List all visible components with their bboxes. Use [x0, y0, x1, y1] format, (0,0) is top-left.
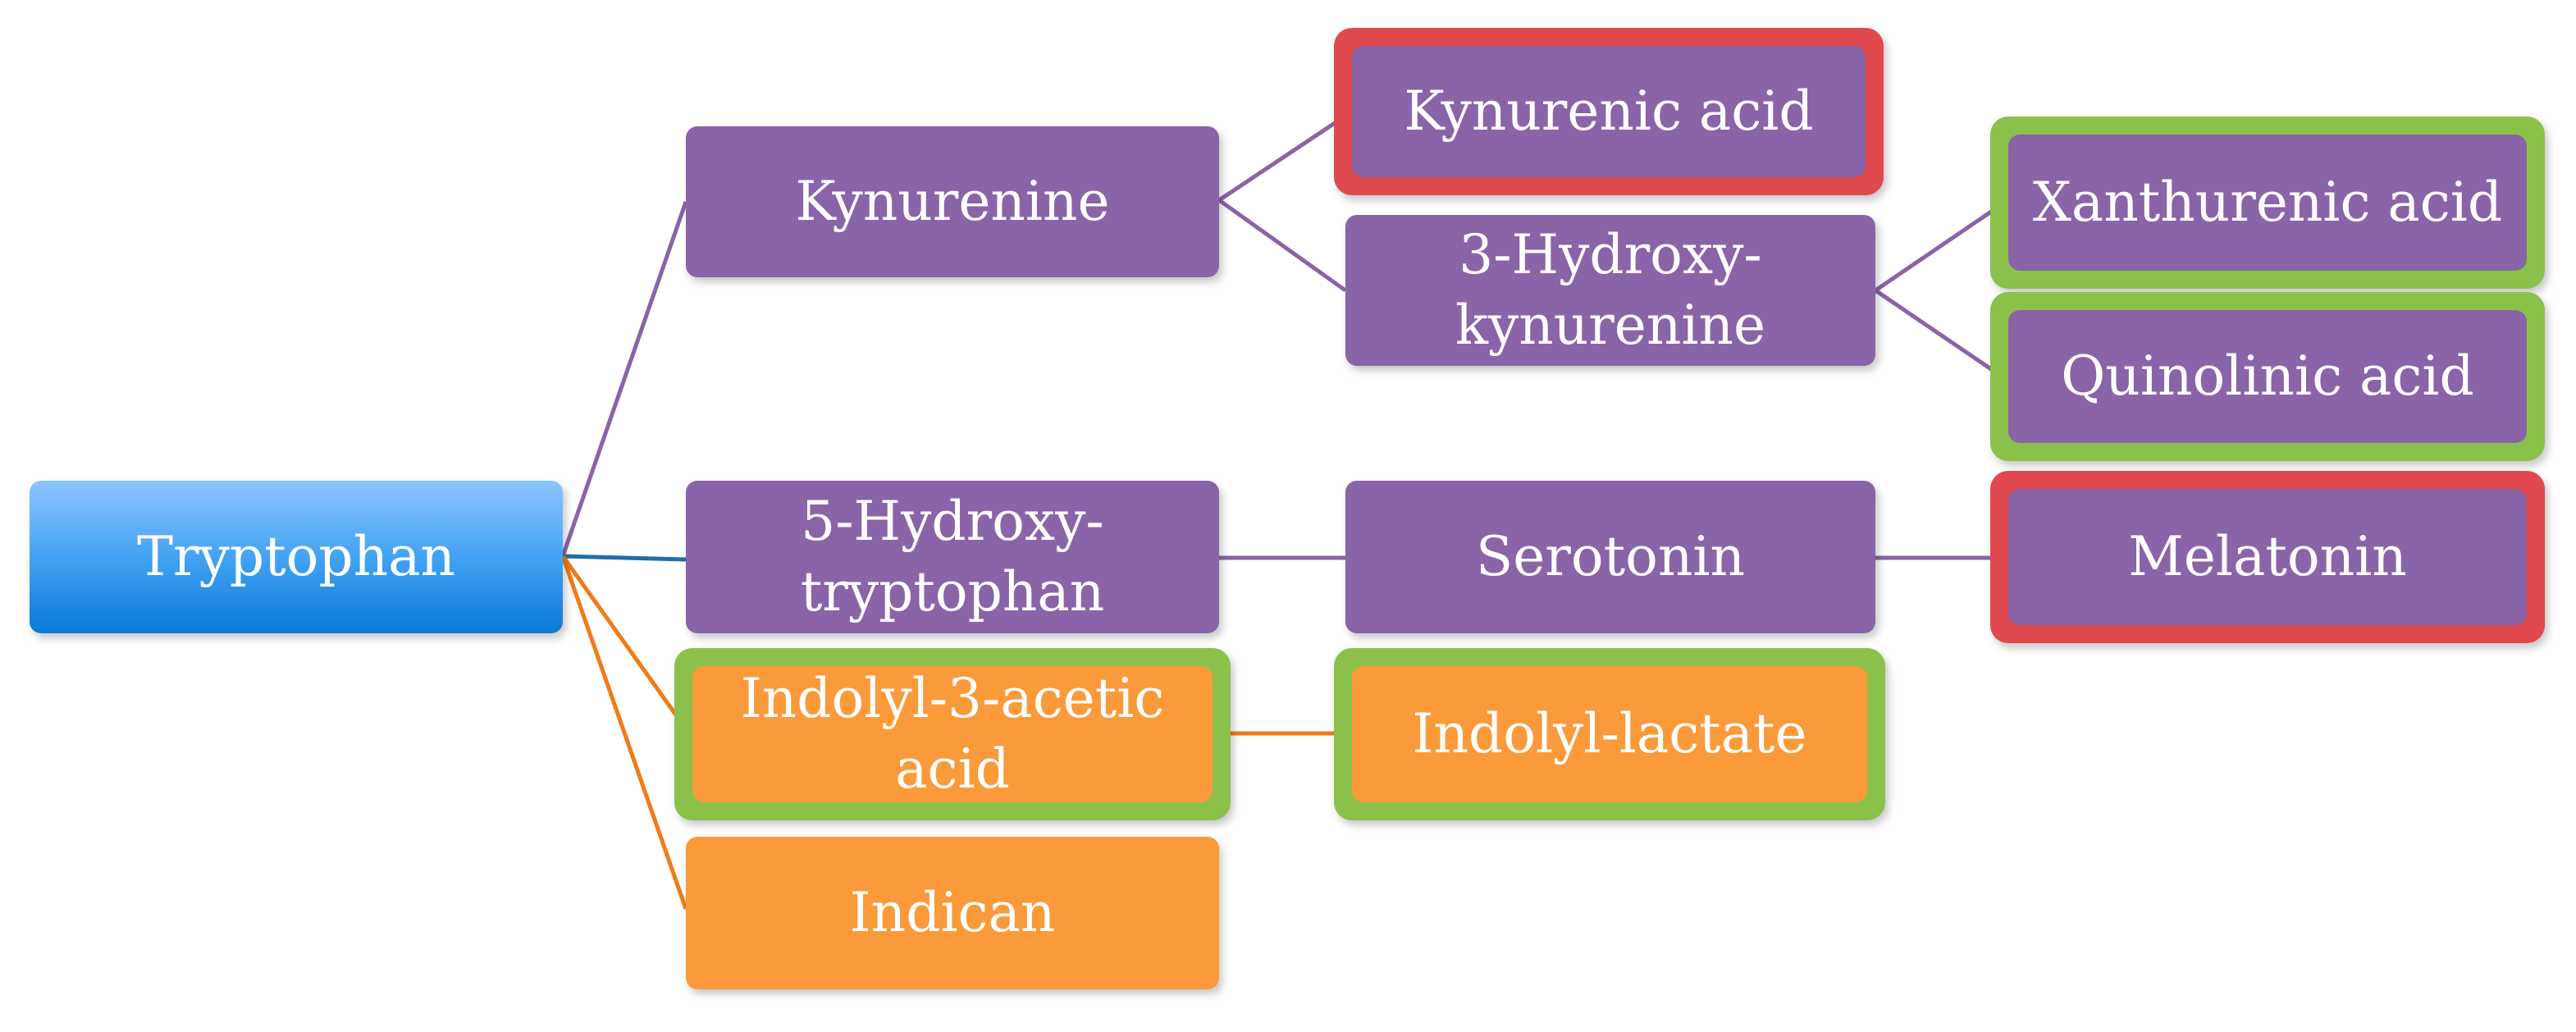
link-tryptophan-kynurenine	[560, 201, 688, 557]
link-hydroxykynurenine-xanthurenic-acid	[1874, 208, 1995, 293]
node-kynurenic-acid: Kynurenic acid	[1352, 46, 1866, 177]
outline-melatonin: Melatonin	[1990, 471, 2545, 643]
node-xanthurenic-acid: Xanthurenic acid	[2008, 135, 2527, 271]
node-melatonin: Melatonin	[2008, 489, 2527, 625]
link-tryptophan-indolyl-acetic-acid	[560, 555, 683, 724]
link-kynurenine-hydroxykynurenine	[1217, 198, 1347, 293]
node-quinolinic-acid: Quinolinic acid	[2008, 310, 2527, 443]
link-kynurenine-kynurenic-acid	[1217, 119, 1339, 203]
node-serotonin: Serotonin	[1345, 481, 1875, 633]
outline-xanthurenic-acid: Xanthurenic acid	[1990, 116, 2545, 289]
node-indolyl-lactate: Indolyl-lactate	[1352, 666, 1867, 802]
outline-indolyl-lactate: Indolyl-lactate	[1334, 648, 1885, 820]
node-indolyl-acetic-acid: Indolyl-3-acetic acid	[692, 666, 1213, 802]
node-hydroxykynurenine: 3-Hydroxy- kynurenine	[1345, 215, 1875, 366]
node-hydroxytryptophan: 5-Hydroxy- tryptophan	[686, 481, 1219, 633]
outline-quinolinic-acid: Quinolinic acid	[1990, 292, 2545, 461]
outline-kynurenic-acid: Kynurenic acid	[1334, 28, 1884, 195]
link-tryptophan-hydroxytryptophan	[562, 554, 687, 562]
node-tryptophan: Tryptophan	[30, 481, 563, 633]
node-kynurenine: Kynurenine	[686, 126, 1219, 277]
link-tryptophan-indican	[560, 555, 688, 910]
outline-indolyl-acetic-acid: Indolyl-3-acetic acid	[674, 648, 1231, 820]
link-hydroxykynurenine-quinolinic-acid	[1874, 288, 1995, 373]
node-indican: Indican	[686, 837, 1219, 989]
